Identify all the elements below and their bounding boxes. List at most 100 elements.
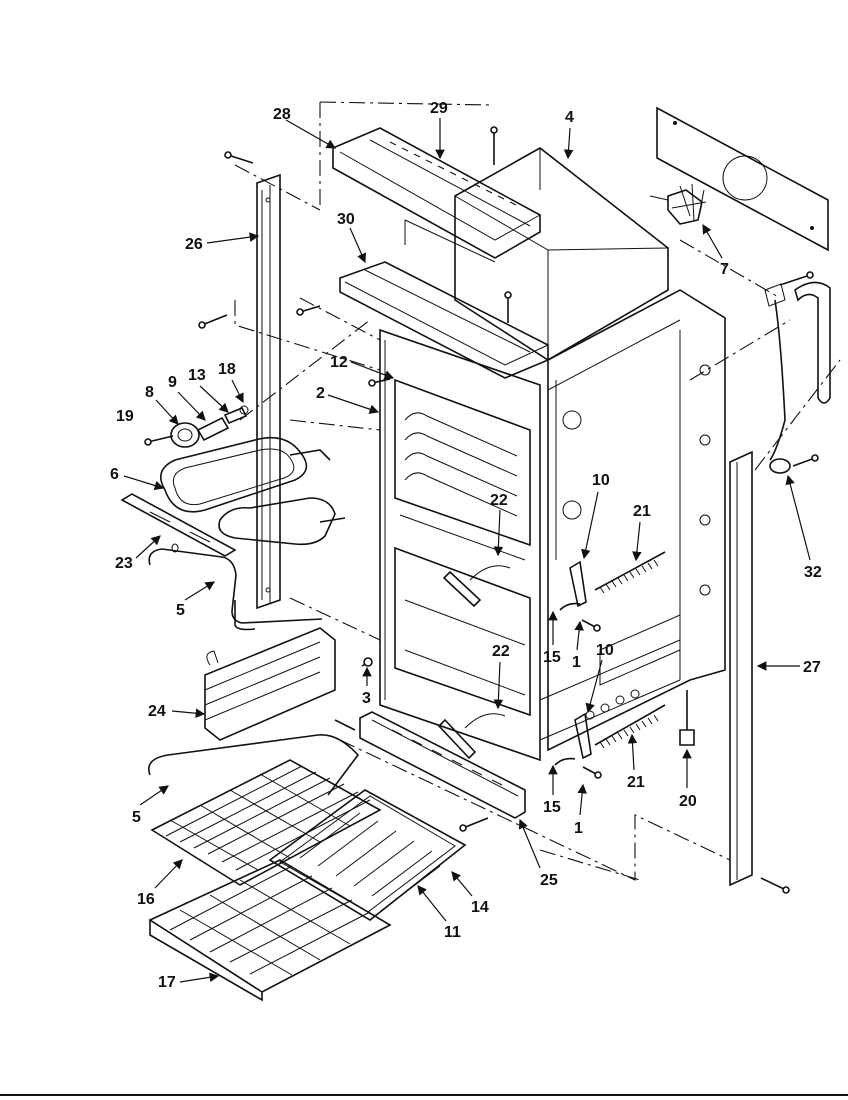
- assembly-lines: [234, 101, 841, 881]
- callout-15-lower: 15: [543, 764, 561, 816]
- svg-text:2: 2: [316, 385, 325, 402]
- svg-text:8: 8: [145, 384, 154, 401]
- hinge-upper: [559, 560, 587, 611]
- top-trim-30: [339, 261, 549, 379]
- svg-text:17: 17: [158, 974, 176, 991]
- svg-text:24: 24: [148, 703, 166, 720]
- screws: [144, 126, 819, 894]
- right-rail: [729, 450, 753, 887]
- callout-8: 8: [145, 384, 179, 425]
- svg-text:4: 4: [565, 109, 574, 126]
- fan-motor: [649, 183, 707, 225]
- callout-24: 24: [148, 703, 206, 720]
- svg-text:15: 15: [543, 649, 561, 666]
- svg-text:20: 20: [679, 793, 697, 810]
- svg-text:15: 15: [543, 799, 561, 816]
- callout-5-lower: 5: [132, 785, 169, 826]
- svg-text:10: 10: [592, 472, 610, 489]
- callout-20: 20: [679, 748, 697, 810]
- svg-text:1: 1: [574, 820, 583, 837]
- callout-22-upper: 22: [490, 492, 508, 557]
- lower-element: [204, 627, 356, 741]
- lower-cavity-guides: [404, 599, 526, 696]
- svg-text:9: 9: [168, 374, 177, 391]
- hinge-lower: [554, 712, 592, 766]
- callout-4: 4: [563, 109, 574, 160]
- spring-upper: [594, 551, 666, 594]
- callout-11: 11: [417, 885, 461, 941]
- callout-16: 16: [137, 859, 183, 908]
- callout-19: 19: [116, 408, 134, 425]
- callout-18: 18: [218, 361, 244, 404]
- svg-text:7: 7: [720, 261, 729, 278]
- svg-text:21: 21: [633, 503, 651, 520]
- bracket-23: [120, 493, 237, 557]
- callout-1-lower: 1: [574, 783, 587, 837]
- callout-15-upper: 15: [543, 610, 561, 666]
- svg-text:19: 19: [116, 408, 134, 425]
- svg-text:11: 11: [444, 924, 461, 941]
- callout-9: 9: [168, 374, 206, 421]
- oven-rack-16: [150, 759, 382, 886]
- callout-29: 29: [430, 100, 448, 160]
- callout-22-lower: 22: [492, 643, 510, 710]
- sensor-lower: [437, 713, 506, 760]
- svg-text:14: 14: [471, 899, 489, 916]
- callout-17: 17: [158, 972, 220, 991]
- callout-7: 7: [702, 223, 729, 278]
- oven-cabinet: [379, 147, 726, 762]
- upper-wire-harness: [148, 517, 346, 631]
- broiler-pan: [268, 789, 467, 921]
- lower-wire-harness: [148, 734, 360, 796]
- svg-text:5: 5: [176, 602, 185, 619]
- svg-text:21: 21: [627, 774, 645, 791]
- svg-text:26: 26: [185, 236, 203, 253]
- top-trim-28-29: [332, 127, 541, 263]
- svg-text:1: 1: [572, 654, 581, 671]
- svg-text:18: 18: [218, 361, 236, 378]
- callout-23: 23: [115, 535, 161, 572]
- svg-text:25: 25: [540, 872, 558, 889]
- svg-text:16: 16: [137, 891, 155, 908]
- svg-text:29: 29: [430, 100, 448, 117]
- spring-lower: [594, 704, 666, 749]
- callout-10-upper: 10: [581, 472, 610, 560]
- callout-30: 30: [337, 211, 367, 264]
- rear-panel: [656, 106, 829, 252]
- callout-14: 14: [451, 871, 489, 916]
- callout-13: 13: [188, 367, 229, 413]
- svg-text:10: 10: [596, 642, 614, 659]
- left-rail: [256, 173, 281, 610]
- callout-10-lower: 10: [585, 642, 614, 714]
- callout-21-lower: 21: [627, 733, 645, 791]
- callout-27: 27: [756, 659, 821, 676]
- callout-21-upper: 21: [632, 503, 651, 562]
- svg-text:13: 13: [188, 367, 206, 384]
- callout-1-upper: 1: [572, 620, 584, 671]
- callout-12: 12: [330, 354, 395, 380]
- svg-text:22: 22: [492, 643, 510, 660]
- svg-text:23: 23: [115, 555, 133, 572]
- vent-tube: [764, 281, 831, 474]
- page-bottom-rule: [0, 1094, 848, 1096]
- callout-32: 32: [785, 474, 822, 581]
- callout-3: 3: [362, 666, 372, 707]
- sensor-upper: [442, 565, 511, 608]
- svg-text:32: 32: [804, 564, 822, 581]
- bottom-trim-25: [359, 711, 526, 819]
- oven-rack-17: [148, 859, 392, 1002]
- igniter-assembly: [170, 405, 249, 448]
- svg-text:5: 5: [132, 809, 141, 826]
- callouts: 28 29 4 26 30 7 12 2: [110, 100, 822, 991]
- broil-element: [159, 436, 336, 546]
- callout-2: 2: [316, 385, 380, 414]
- svg-text:3: 3: [362, 690, 371, 707]
- svg-text:28: 28: [273, 106, 291, 123]
- svg-text:27: 27: [803, 659, 821, 676]
- callout-6: 6: [110, 466, 165, 491]
- svg-text:6: 6: [110, 466, 119, 483]
- callout-28: 28: [273, 106, 337, 149]
- callout-5-upper: 5: [176, 581, 216, 619]
- callout-26: 26: [185, 232, 260, 253]
